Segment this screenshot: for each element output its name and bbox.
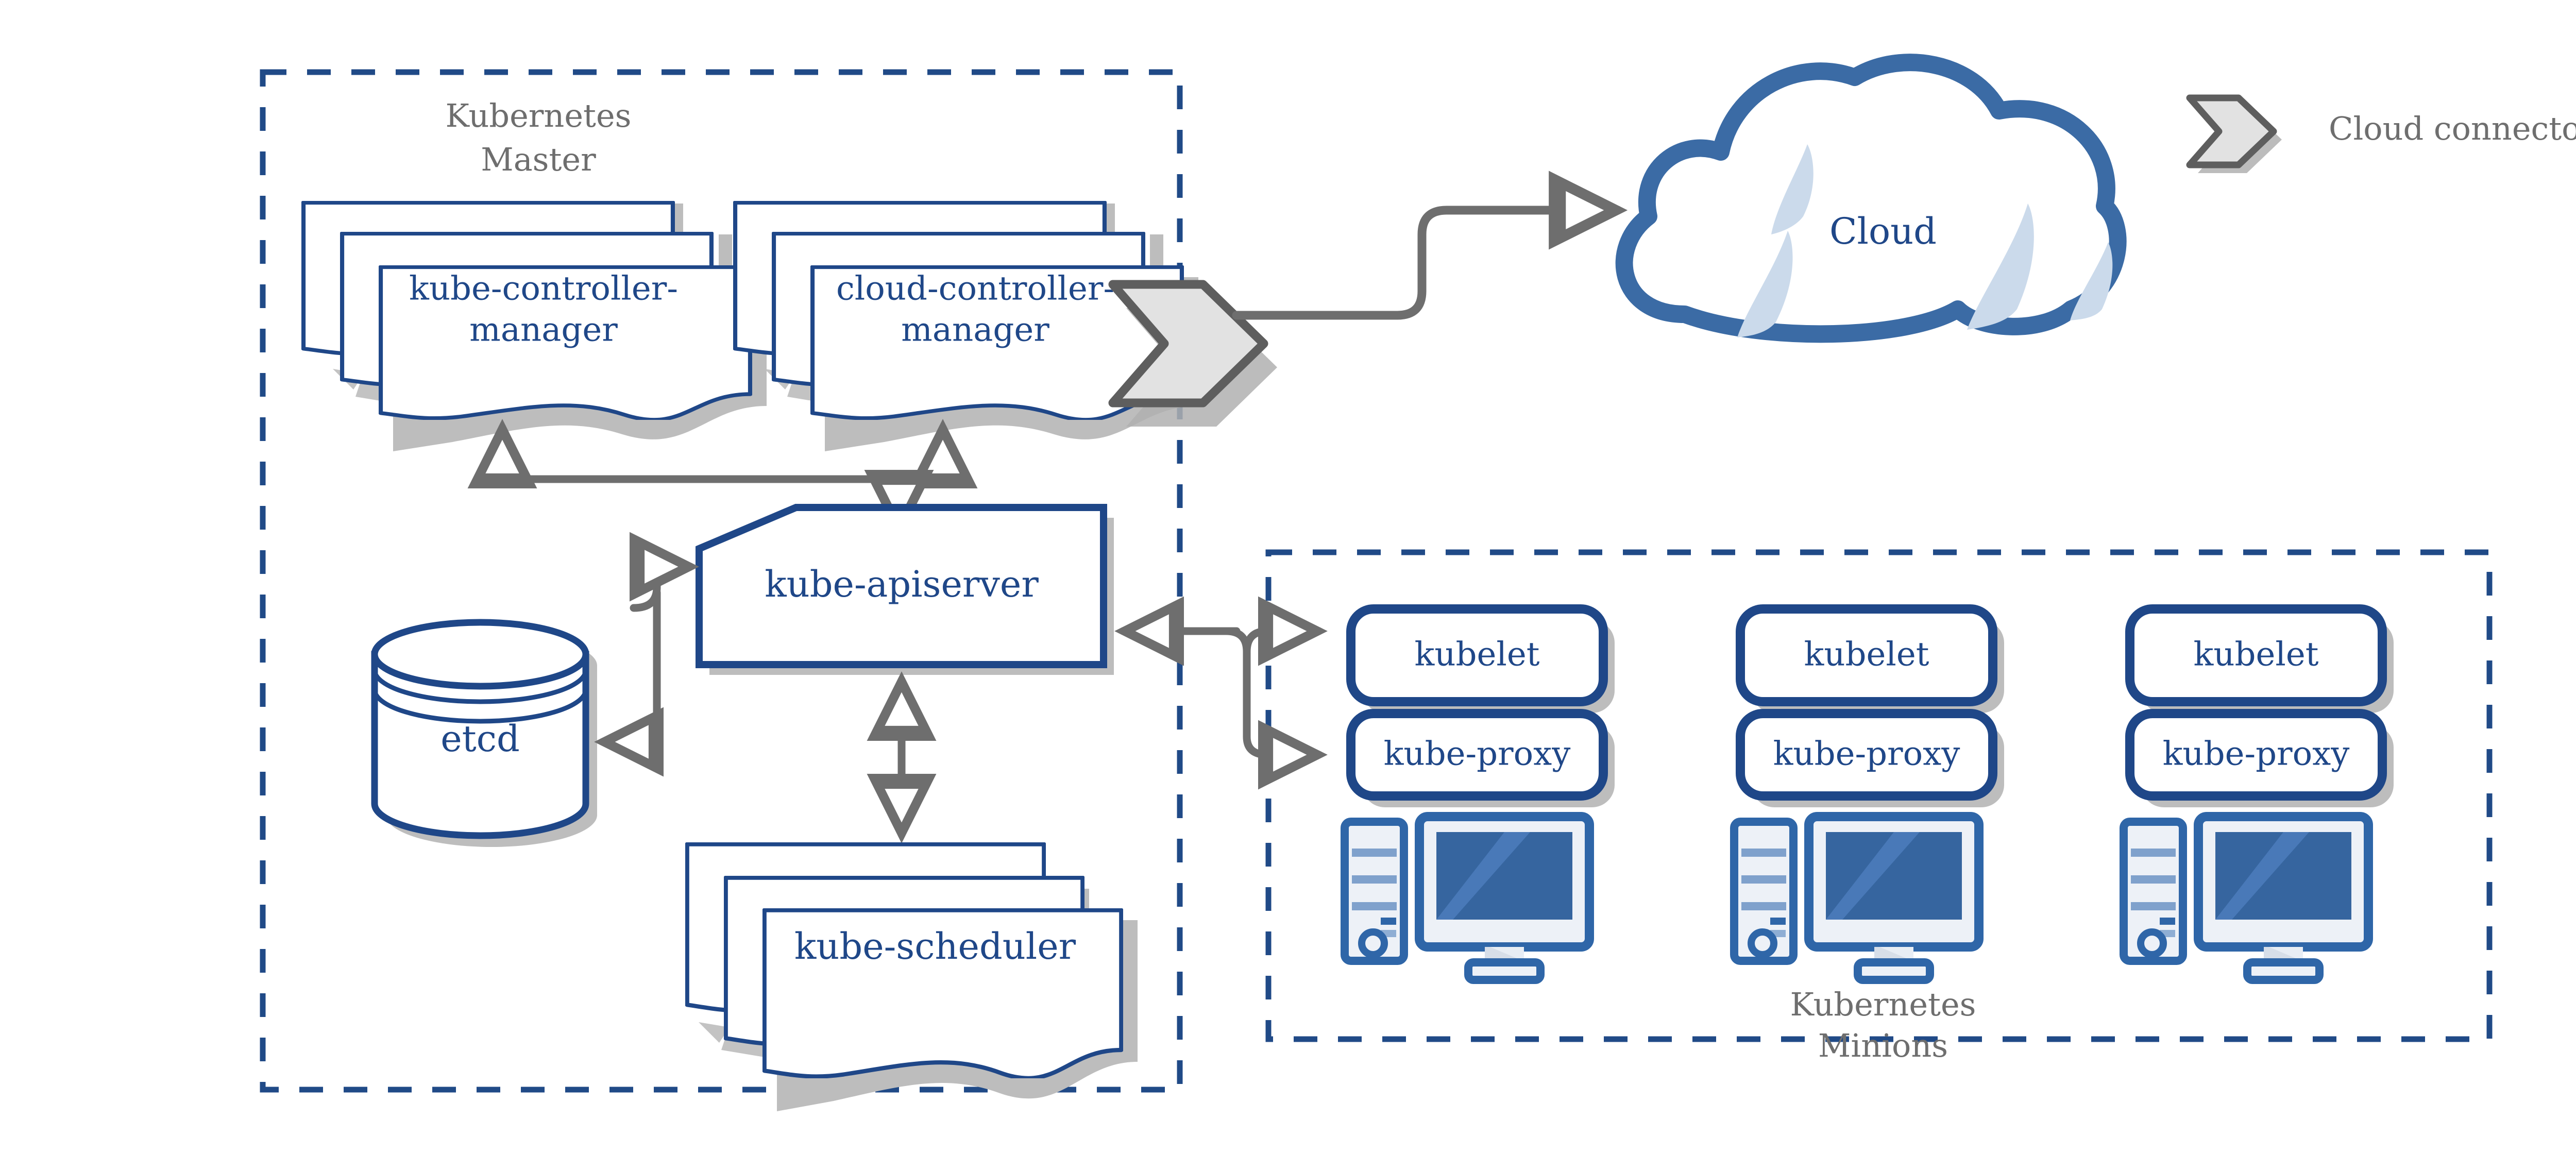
kube-proxy-label: kube-proxy [2163, 735, 2350, 773]
kubelet-shape [1346, 604, 1608, 706]
master-group-label-line1: Kubernetes [446, 97, 632, 134]
cloud-connector-icon [1108, 280, 1268, 408]
kube-proxy-box-3[interactable]: kube-proxy [2125, 709, 2394, 807]
etcd-top-ellipse [371, 619, 589, 690]
apiserver-shape [696, 504, 1107, 668]
etcd-label: etcd [440, 718, 520, 760]
kubernetes-master-group: Kubernetes Master [260, 69, 1183, 1093]
etcd-ring-2 [372, 689, 588, 724]
kube-proxy-shape [1346, 709, 1608, 801]
kubelet-label: kubelet [1415, 636, 1540, 674]
cloud-node[interactable]: Cloud [1615, 54, 2127, 343]
cloud-controller-manager-stack[interactable]: cloud-controller- manager [735, 202, 1198, 451]
kube-controller-manager-stack[interactable]: kube-controller- manager [303, 202, 767, 451]
computer-icon-2 [1730, 812, 1984, 984]
cloud-shape [1615, 54, 2127, 343]
cloud-connector-legend-label: Cloud connector [2329, 110, 2576, 147]
kube-proxy-shape [1736, 709, 1997, 801]
kubelet-box-3[interactable]: kubelet [2125, 604, 2394, 713]
kube-controller-manager-label-line1: kube-controller- [409, 270, 678, 308]
cloud-highlights [1737, 144, 2113, 337]
cloud-controller-manager-label-line1: cloud-controller- [836, 270, 1114, 308]
cloud-connector-chevron-node[interactable] [1108, 280, 1277, 427]
kubelet-label: kubelet [1804, 636, 1929, 674]
kube-proxy-label: kube-proxy [1384, 735, 1571, 773]
kube-proxy-box-2[interactable]: kube-proxy [1736, 709, 2004, 807]
kube-proxy-shape [2125, 709, 2387, 801]
minions-group-label-line2: Minions [1818, 1027, 1948, 1064]
kubelet-shape [1736, 604, 1997, 706]
minion-node-1: kubelet kube-proxy [1341, 604, 1615, 984]
kube-scheduler-stack[interactable]: kube-scheduler [685, 844, 1138, 1111]
kubelet-box-2[interactable]: kubelet [1736, 604, 2004, 713]
cloud-connector-arrow [1232, 171, 1628, 320]
etcd-apiserver-connector [594, 532, 699, 777]
master-group-label-line2: Master [481, 141, 596, 178]
kube-proxy-label: kube-proxy [1773, 735, 1960, 773]
cloud-label: Cloud [1829, 210, 1937, 252]
apiserver-minion-connector [1114, 596, 1328, 790]
kube-proxy-box-1[interactable]: kube-proxy [1346, 709, 1615, 807]
kubelet-shape [2125, 604, 2387, 706]
minions-group-label-line1: Kubernetes [1790, 986, 1976, 1023]
etcd-node[interactable]: etcd [371, 619, 597, 847]
minion-node-3: kubelet kube-proxy [2120, 604, 2394, 984]
kubernetes-minions-group: Kubernetes Minions [1265, 549, 2493, 1064]
computer-icon-3 [2120, 812, 2373, 984]
kubelet-label: kubelet [2194, 636, 2319, 674]
computer-icon-1 [1341, 812, 1594, 984]
kube-scheduler-label: kube-scheduler [794, 925, 1076, 968]
legend: Cloud connector [2186, 94, 2576, 173]
kube-controller-manager-label-line2: manager [469, 311, 618, 349]
cloud-connector-legend-icon [2186, 94, 2277, 168]
master-dashed-border [260, 69, 1183, 1093]
minions-dashed-border [1265, 549, 2493, 1042]
etcd-ring-1 [372, 669, 588, 704]
kubelet-box-1[interactable]: kubelet [1346, 604, 1615, 713]
minion-node-2: kubelet kube-proxy [1730, 604, 2004, 984]
kube-apiserver-label: kube-apiserver [765, 563, 1039, 605]
kube-apiserver-node[interactable]: kube-apiserver [696, 504, 1114, 675]
cloud-controller-manager-label-line2: manager [901, 311, 1049, 349]
